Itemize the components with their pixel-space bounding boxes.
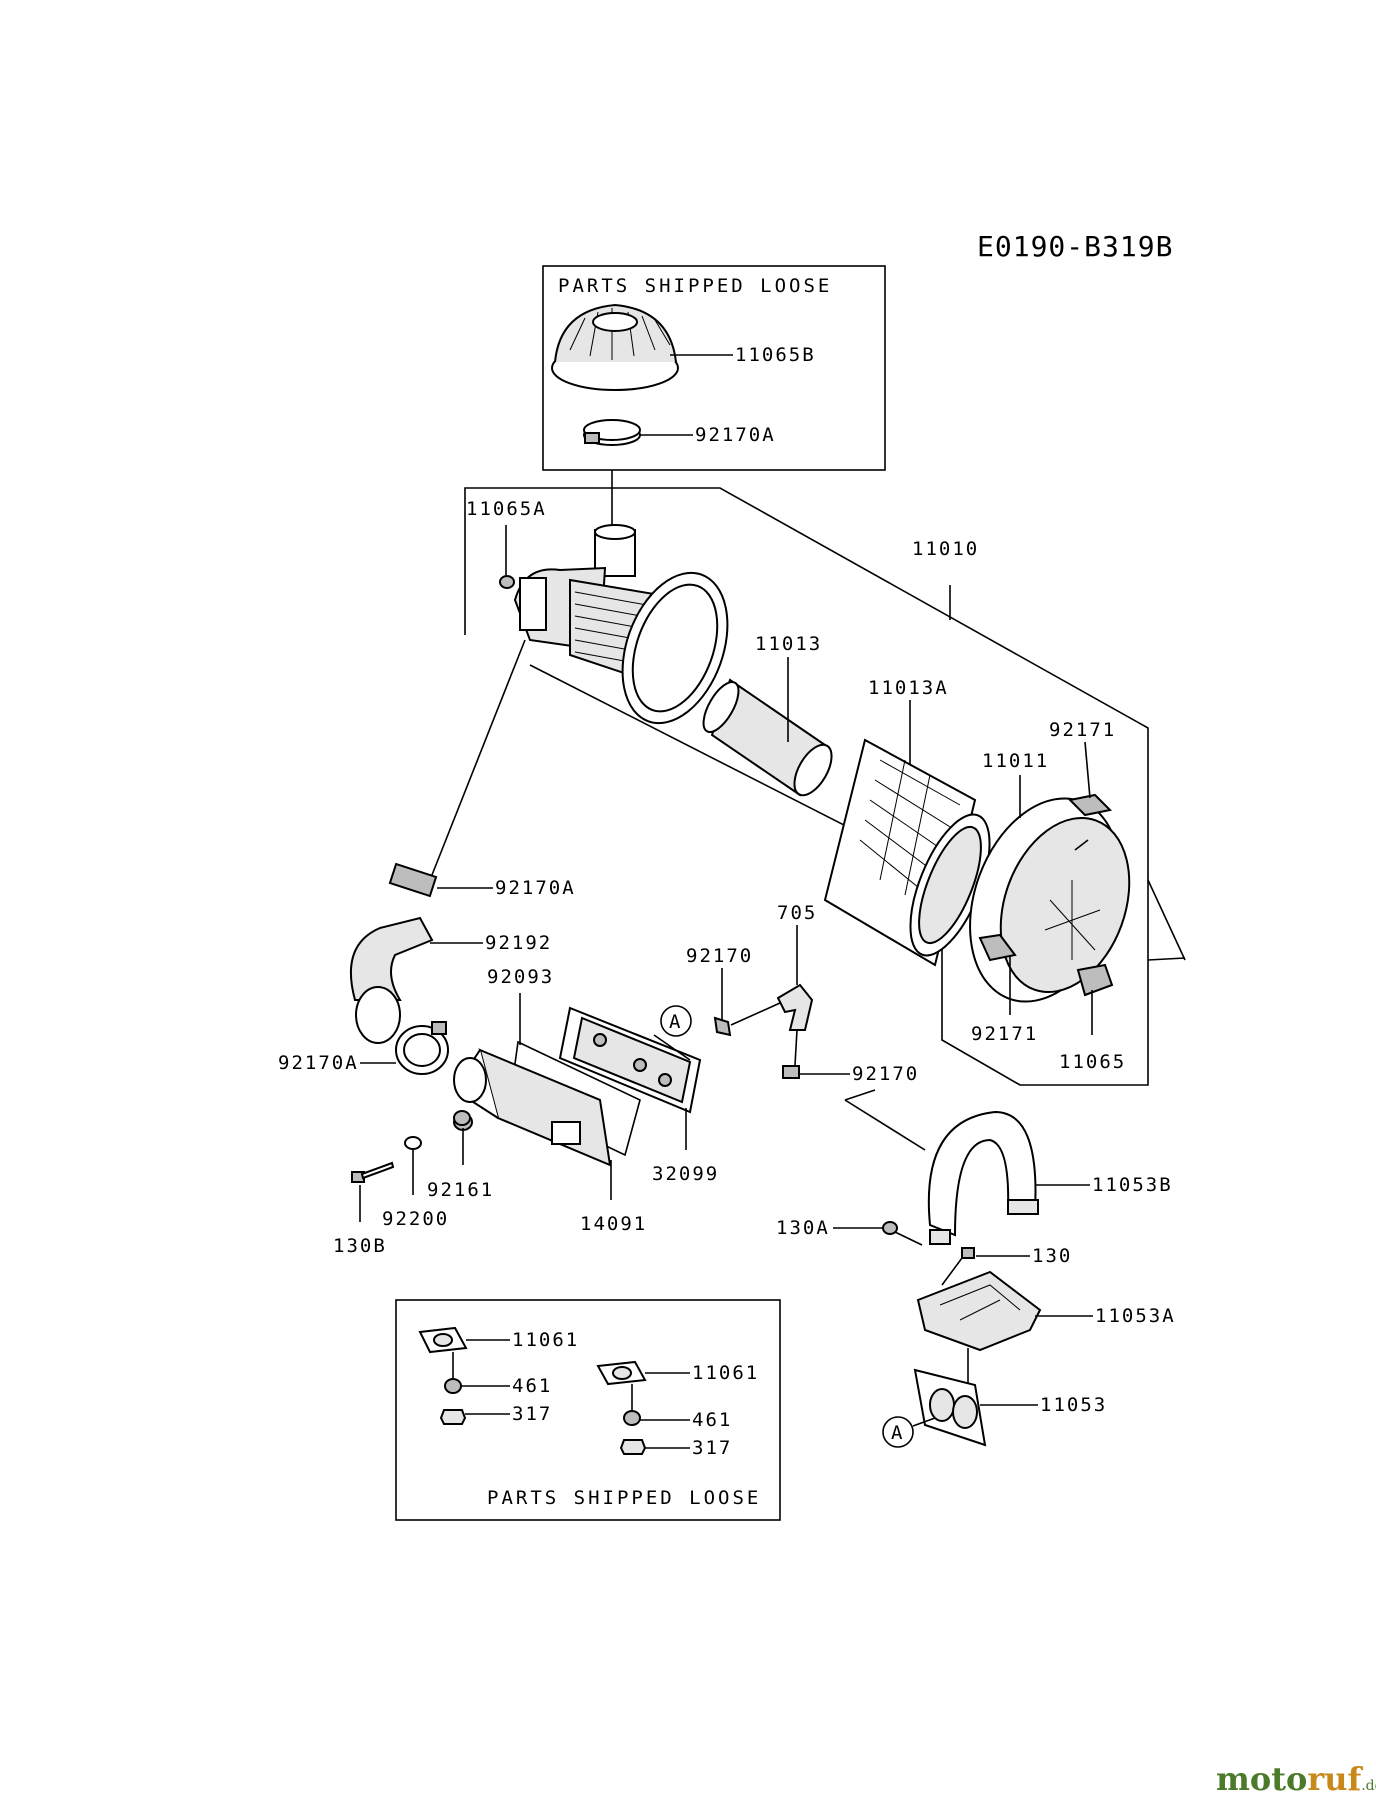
watermark-logo: motoruf.de [1216,1760,1376,1798]
intake-body-14091[interactable] [453,1048,612,1167]
svg-text:A: A [669,1011,682,1033]
box-top-title: PARTS SHIPPED LOOSE [558,275,832,297]
label-92171-top[interactable]: 92171 [1049,719,1116,741]
label-11061-a[interactable]: 11061 [512,1329,579,1351]
label-11013A[interactable]: 11013A [868,677,949,699]
label-92192[interactable]: 92192 [485,932,552,954]
marker-A-bottom: A [882,1416,914,1448]
label-11065B[interactable]: 11065B [735,344,816,366]
box-bottom-title: PARTS SHIPPED LOOSE [487,1487,761,1509]
label-11053[interactable]: 11053 [1040,1394,1107,1416]
plate-11053[interactable] [913,1368,987,1447]
label-317-b[interactable]: 317 [692,1437,732,1459]
diagram-code: E0190-B319B [977,230,1173,263]
label-705[interactable]: 705 [777,902,817,924]
label-130A[interactable]: 130A [776,1217,830,1239]
fitting-92170-a[interactable] [713,1016,732,1037]
label-461-a[interactable]: 461 [512,1375,552,1397]
label-11011[interactable]: 11011 [982,750,1049,772]
label-11053B[interactable]: 11053B [1092,1174,1173,1196]
label-130B[interactable]: 130B [333,1235,387,1257]
hose-92192[interactable] [349,916,434,1044]
label-92170A-top[interactable]: 92170A [695,424,776,446]
nut-317-a[interactable] [439,1409,467,1425]
label-92170-a[interactable]: 92170 [686,945,753,967]
clamp-92170-b[interactable] [782,1065,800,1079]
clip-92171-bottom[interactable] [978,933,1017,962]
label-32099[interactable]: 32099 [652,1163,719,1185]
air-cleaner-housing[interactable] [513,524,747,738]
clip-92171-top[interactable] [1067,793,1113,817]
nut-317-b[interactable] [619,1439,647,1455]
marker-A-middle: A [660,1005,692,1037]
label-461-b[interactable]: 461 [692,1409,732,1431]
bracket-11053A[interactable] [916,1270,1042,1352]
label-92093[interactable]: 92093 [487,966,554,988]
valve-11065A[interactable] [499,575,515,589]
svg-text:A: A [891,1422,904,1444]
svg-text:motoruf.de: motoruf.de [1216,1760,1376,1798]
parts-shipped-loose-box-bottom [395,1299,781,1521]
label-11053A[interactable]: 11053A [1095,1305,1176,1327]
label-317-a[interactable]: 317 [512,1403,552,1425]
gasket-11061-b[interactable] [596,1360,647,1386]
clamp-92170A-top[interactable] [583,419,641,446]
label-92200[interactable]: 92200 [382,1208,449,1230]
label-11065[interactable]: 11065 [1059,1051,1126,1073]
clamp-92170A-left[interactable] [395,1021,449,1075]
valve-11065[interactable] [1076,963,1114,997]
nut-130A[interactable] [882,1221,898,1235]
elbow-705[interactable] [776,983,814,1031]
label-92170A-mid[interactable]: 92170A [495,877,576,899]
cover-plate-32099[interactable] [558,1006,702,1114]
label-11065A[interactable]: 11065A [466,498,547,520]
label-92161[interactable]: 92161 [427,1179,494,1201]
cap-11065B[interactable] [551,303,679,391]
strap-11053B[interactable] [927,1110,1039,1245]
label-11010[interactable]: 11010 [912,538,979,560]
label-92171-bottom[interactable]: 92171 [971,1023,1038,1045]
parts-shipped-loose-box-top [542,265,886,471]
label-92170A-left[interactable]: 92170A [278,1052,359,1074]
washer-461-a[interactable] [444,1378,462,1394]
plug-92161[interactable] [453,1110,471,1126]
outer-element-11013A[interactable] [823,738,1006,967]
washer-92200[interactable] [404,1136,422,1150]
inner-element-11013[interactable] [697,677,840,801]
label-11061-b[interactable]: 11061 [692,1362,759,1384]
label-92170-b[interactable]: 92170 [852,1063,919,1085]
bolt-130B[interactable] [351,1161,395,1183]
bolt-130[interactable] [961,1247,975,1259]
washer-461-b[interactable] [623,1410,641,1426]
label-11013[interactable]: 11013 [755,633,822,655]
clamp-92170A-mid[interactable] [388,862,438,898]
gasket-11061-a[interactable] [418,1326,468,1354]
label-130[interactable]: 130 [1032,1245,1072,1267]
label-14091[interactable]: 14091 [580,1213,647,1235]
